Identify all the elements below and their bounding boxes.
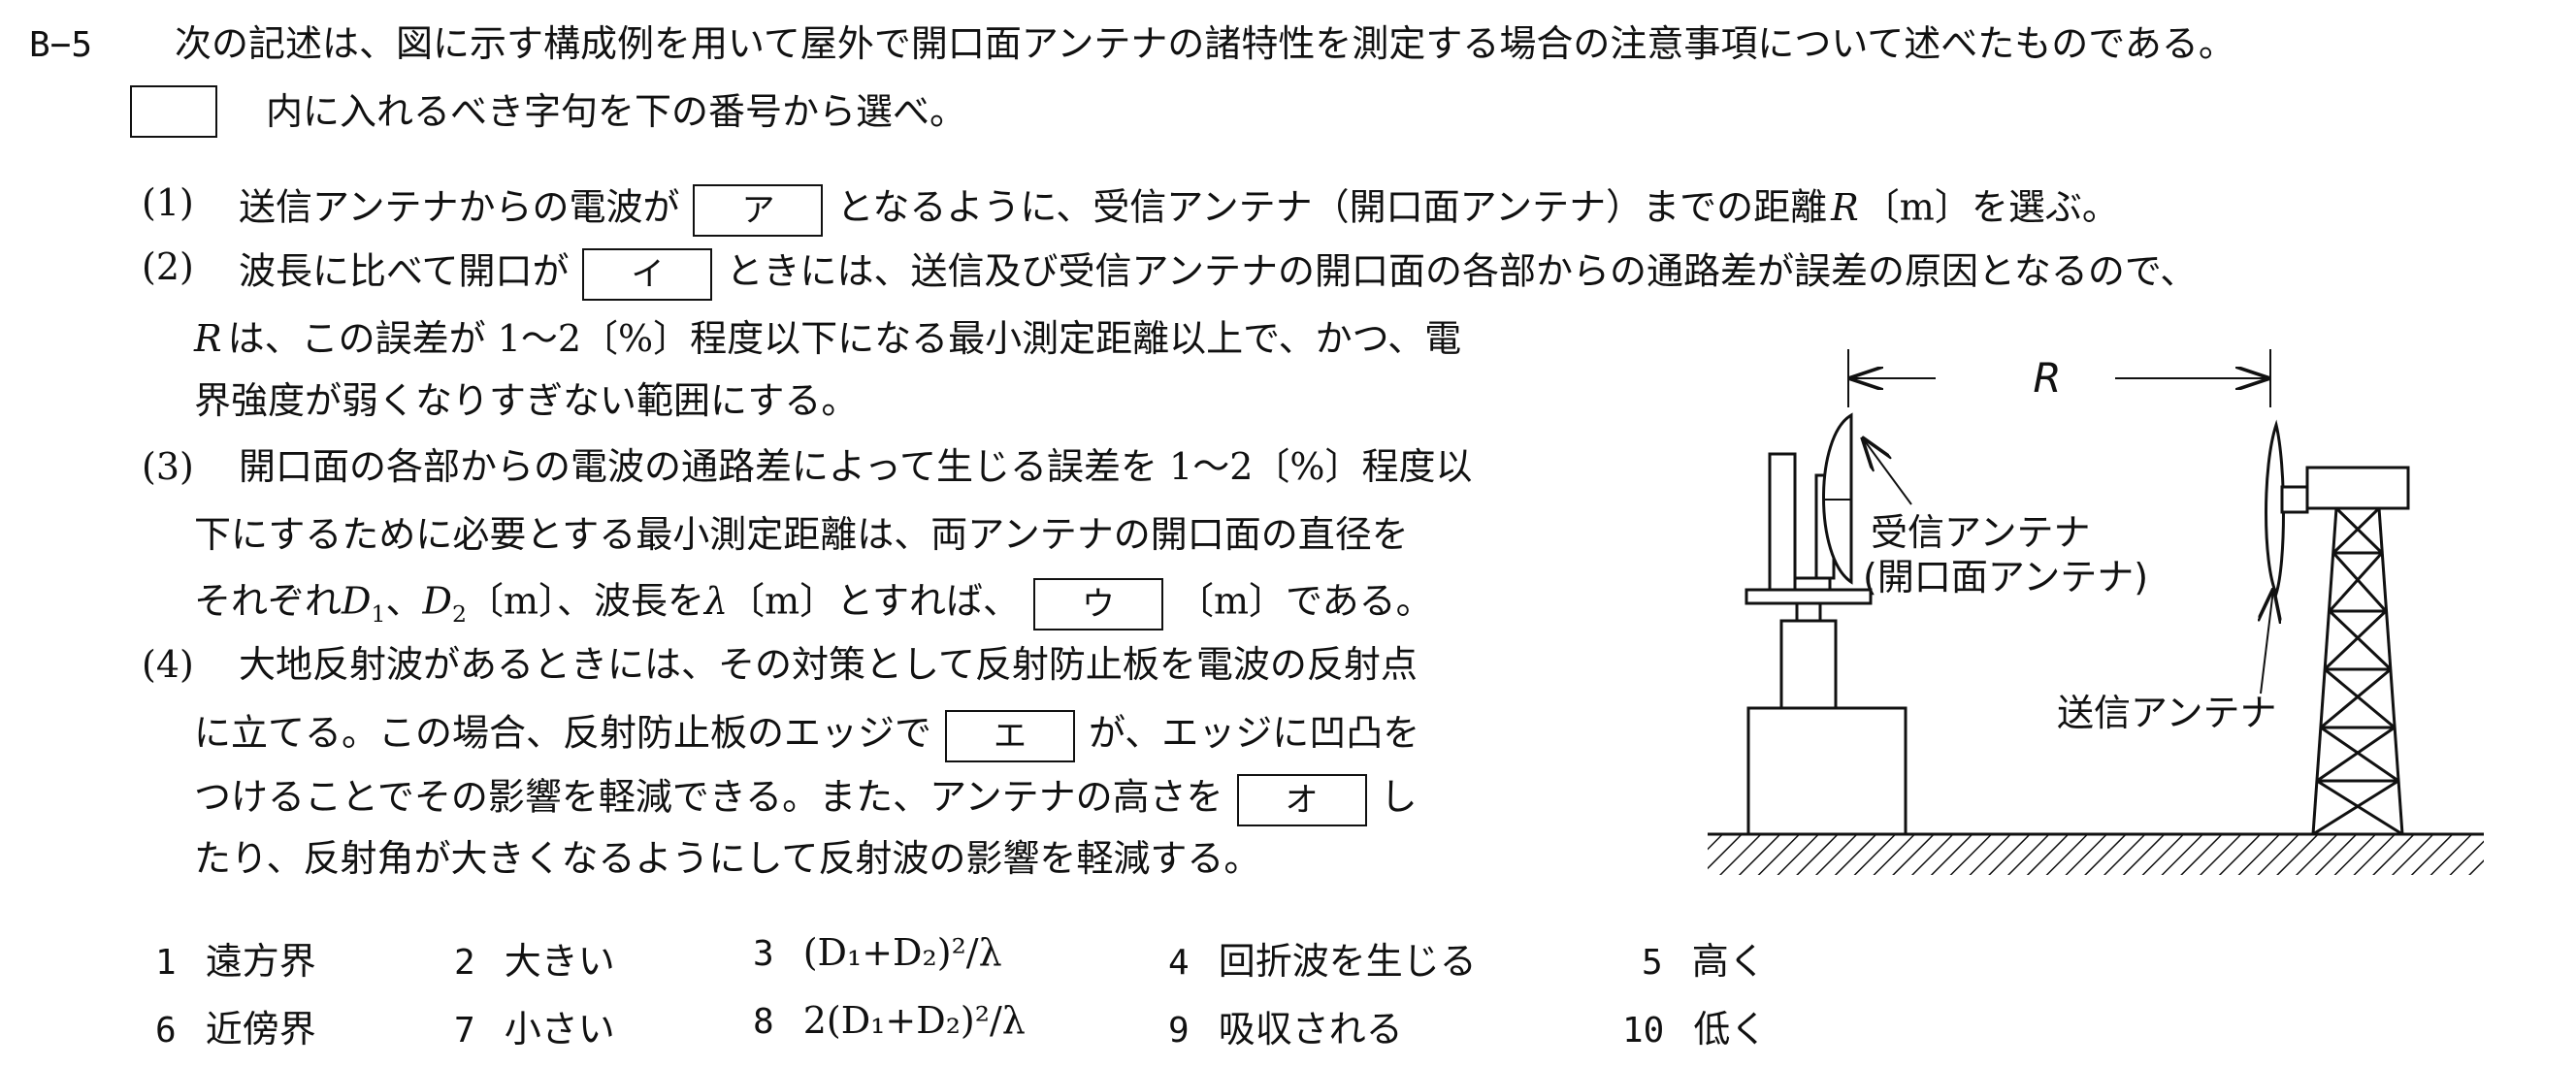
distance-label: R bbox=[2033, 354, 2061, 402]
item-3-text-d: 〔m〕である。 bbox=[1176, 579, 1433, 623]
item-3-d2: D bbox=[422, 579, 452, 623]
question-intro: 次の記述は、図に示す構成例を用いて屋外で開口面アンテナの諸特性を測定する場合の注… bbox=[175, 22, 2235, 65]
item-3-number: (3) bbox=[142, 445, 194, 488]
item-4-text-d: し bbox=[1380, 775, 1418, 819]
lattice-tower bbox=[2311, 506, 2404, 836]
item-4-line-1: 大地反射波があるときには、その対策として反射防止板を電波の反射点 bbox=[239, 643, 1418, 686]
item-3-d2-sub: 2 bbox=[451, 600, 467, 629]
item-1-text-a: 送信アンテナからの電波が bbox=[239, 185, 680, 229]
item-3-sep: 、 bbox=[385, 579, 423, 623]
blank-i: イ bbox=[582, 248, 713, 301]
item-1-number: (1) bbox=[142, 181, 194, 224]
transmit-label: 送信アンテナ bbox=[2057, 692, 2276, 734]
question-number: B−5 bbox=[29, 25, 93, 65]
receive-pointer bbox=[1863, 438, 1912, 505]
ground-hatch bbox=[1708, 834, 2484, 875]
receive-base bbox=[1746, 706, 1908, 836]
item-4-text-c: つけることでその影響を軽減できる。また、アンテナの高さを bbox=[194, 775, 1223, 819]
item-3-line-1: 開口面の各部からの電波の通路差によって生じる誤差を 1～2〔%〕程度以 bbox=[239, 445, 1473, 488]
item-1-text-b: となるように、受信アンテナ（開口面アンテナ）までの距離 bbox=[836, 185, 1828, 229]
item-4-text-a: に立てる。この場合、反射防止板のエッジで bbox=[194, 711, 932, 755]
item-3-d1: D bbox=[342, 579, 372, 623]
item-2-text-c: は、この誤差が 1～2〔%〕程度以下になる最小測定距離以上で、かつ、電 bbox=[227, 317, 1462, 360]
item-1-text-c: 〔m〕を選ぶ。 bbox=[1862, 185, 2119, 229]
item-1-line: 送信アンテナからの電波がアとなるように、受信アンテナ（開口面アンテナ）までの距離… bbox=[239, 184, 2119, 237]
item-4-number: (4) bbox=[142, 643, 194, 686]
receive-label-1: 受信アンテナ bbox=[1871, 511, 2090, 554]
item-3-d1-sub: 1 bbox=[371, 600, 386, 629]
item-1-var-r: R bbox=[1831, 185, 1859, 229]
item-4-text-b: が、エッジに凹凸を bbox=[1089, 711, 1420, 755]
receive-label-2: (開口面アンテナ) bbox=[1863, 556, 2148, 598]
item-3-line-3: それぞれD1、D2〔m〕、波長をλ〔m〕とすれば、ウ〔m〕である。 bbox=[194, 578, 1433, 630]
question-instruction: 内に入れるべき字句を下の番号から選べ。 bbox=[266, 90, 967, 133]
item-2-number: (2) bbox=[142, 245, 194, 288]
transmit-pointer bbox=[2261, 590, 2273, 695]
item-3-text-a: それぞれ bbox=[194, 579, 342, 623]
item-3-text-b: 〔m〕、波長を bbox=[466, 579, 704, 623]
blank-o: オ bbox=[1236, 774, 1367, 826]
measurement-diagram: R 受信アンテナ (開口面アンテナ) 送信アンテナ bbox=[1708, 349, 2484, 875]
blank-a: ア bbox=[693, 184, 824, 237]
item-3-text-c: 〔m〕とすれば、 bbox=[728, 579, 1020, 623]
blank-u: ウ bbox=[1032, 578, 1163, 630]
blank-e: エ bbox=[945, 710, 1076, 762]
tower-head bbox=[2305, 466, 2410, 510]
item-2-line-3: 界強度が弱くなりすぎない範囲にする。 bbox=[194, 379, 859, 422]
item-4-line-4: たり、反射角が大きくなるようにして反射波の影響を軽減する。 bbox=[194, 837, 1261, 880]
item-2-text-a: 波長に比べて開口が bbox=[239, 249, 570, 293]
item-4-line-2: に立てる。この場合、反射防止板のエッジでエが、エッジに凹凸を bbox=[194, 710, 1419, 762]
choice-3: 3(D₁+D₂)²/λ bbox=[753, 931, 1002, 974]
item-2-text-b: ときには、送信及び受信アンテナの開口面の各部からの通路差が誤差の原因となるので、 bbox=[726, 249, 2198, 293]
blank-box-sample bbox=[130, 85, 217, 138]
item-3-lambda: λ bbox=[703, 579, 729, 623]
item-3-line-2: 下にするために必要とする最小測定距離は、両アンテナの開口面の直径を bbox=[194, 513, 1409, 556]
item-2-var-r: R bbox=[194, 317, 222, 360]
item-4-line-3: つけることでその影響を軽減できる。また、アンテナの高さをオし bbox=[194, 774, 1418, 826]
item-2-line-1: 波長に比べて開口がイときには、送信及び受信アンテナの開口面の各部からの通路差が誤… bbox=[239, 248, 2197, 301]
